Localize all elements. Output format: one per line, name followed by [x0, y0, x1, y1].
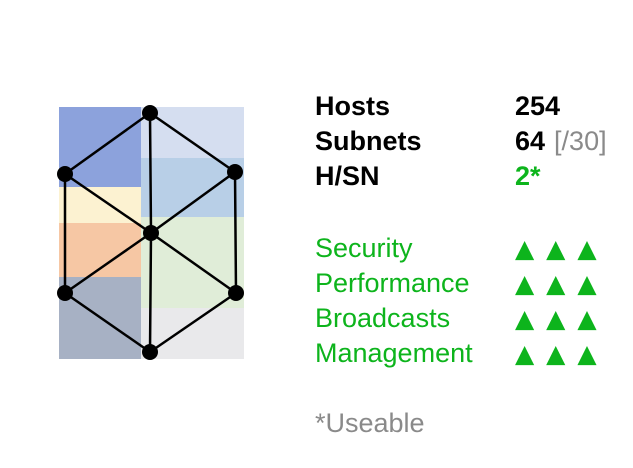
- link-center-bottom-left: [63, 231, 153, 295]
- quality-row-management: Management ▲ ▲ ▲: [315, 336, 599, 371]
- link-bottom-right-bottom: [148, 291, 238, 354]
- network-node-bottom-right: [228, 285, 244, 301]
- stat-row-hsn: H/SN 2*: [315, 159, 607, 194]
- subnet-cell-right-lightgray: [141, 308, 244, 359]
- performance-label: Performance: [315, 268, 470, 298]
- subnet-network-diagram: [0, 0, 300, 420]
- network-node-center: [143, 225, 159, 241]
- subnets-mask-note: [/30]: [554, 126, 607, 156]
- network-node-bottom: [142, 344, 158, 360]
- link-top-right-bottom-right: [233, 170, 238, 295]
- link-top-top-right: [148, 111, 237, 174]
- useable-footnote: *Useable: [315, 408, 425, 438]
- subnet-cell-right-lavender: [141, 107, 244, 158]
- network-node-bottom-left: [57, 285, 73, 301]
- security-rating-triangles-icon: ▲ ▲ ▲: [515, 234, 599, 263]
- hosts-label: Hosts: [315, 91, 391, 121]
- link-top-right-center: [149, 170, 237, 235]
- network-node-top-right: [227, 164, 243, 180]
- subnet-stats: Hosts 254 Subnets 64 [/30] H/SN 2*: [315, 89, 607, 194]
- network-node-top-left: [57, 166, 73, 182]
- quality-row-performance: Performance ▲ ▲ ▲: [315, 266, 599, 301]
- quality-row-broadcasts: Broadcasts ▲ ▲ ▲: [315, 301, 599, 336]
- link-bottom-left-bottom: [63, 291, 152, 354]
- stat-row-subnets: Subnets 64 [/30]: [315, 124, 607, 159]
- quality-row-security: Security ▲ ▲ ▲: [315, 231, 599, 266]
- hsn-label: H/SN: [315, 161, 380, 191]
- performance-rating-triangles-icon: ▲ ▲ ▲: [515, 269, 599, 298]
- qualities-list: Security ▲ ▲ ▲ Performance ▲ ▲ ▲ Broadca…: [315, 231, 599, 371]
- broadcasts-label: Broadcasts: [315, 303, 451, 333]
- link-top-center: [148, 111, 153, 235]
- link-top-left-center: [63, 172, 153, 235]
- subnets-value: 64: [515, 126, 546, 156]
- subnets-label: Subnets: [315, 126, 422, 156]
- network-node-top: [142, 105, 158, 121]
- management-label: Management: [315, 338, 473, 368]
- management-rating-triangles-icon: ▲ ▲ ▲: [515, 339, 599, 368]
- security-label: Security: [315, 233, 413, 263]
- stat-row-hosts: Hosts 254: [315, 89, 607, 124]
- link-center-bottom-right: [149, 231, 238, 295]
- link-top-top-left: [63, 111, 152, 176]
- broadcasts-rating-triangles-icon: ▲ ▲ ▲: [515, 304, 599, 333]
- hosts-value: 254: [515, 91, 561, 121]
- link-center-bottom: [148, 231, 153, 354]
- hsn-value: 2*: [515, 161, 541, 191]
